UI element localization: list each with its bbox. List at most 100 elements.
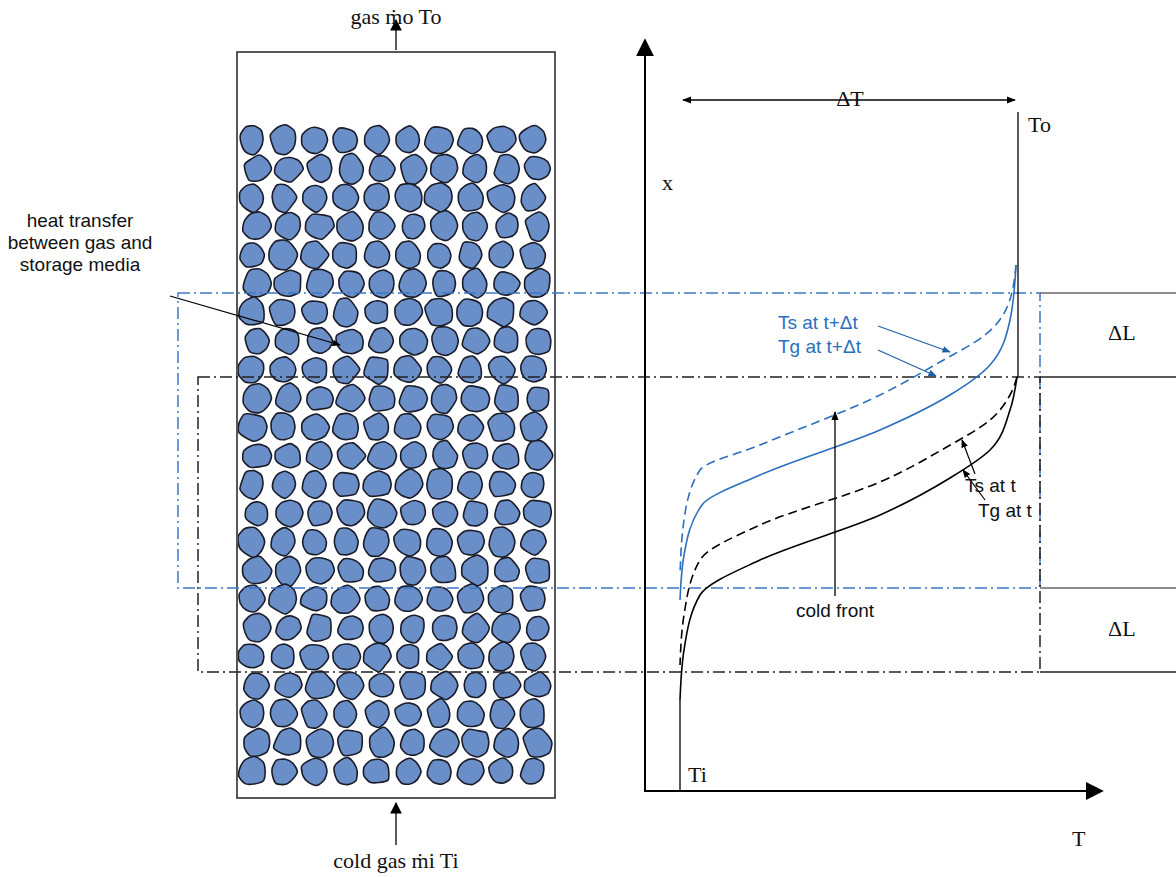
rock [431, 671, 458, 699]
rock [271, 528, 295, 556]
rock [462, 729, 489, 757]
rock [425, 299, 452, 326]
rock [425, 127, 453, 153]
rock [489, 642, 514, 671]
rock [401, 615, 424, 643]
rock [239, 184, 263, 212]
rock [334, 701, 357, 728]
rock [490, 472, 516, 497]
rock [275, 212, 300, 239]
rock [244, 673, 270, 699]
rock [400, 557, 425, 585]
curve-label: Ts at t+Δt [778, 312, 858, 334]
rock [243, 444, 272, 467]
rock [525, 157, 551, 180]
rock [276, 383, 301, 412]
rock [276, 500, 303, 527]
tg-at-t-curve [680, 377, 1017, 700]
rock [334, 757, 357, 784]
rock [427, 644, 453, 670]
dimension-line [1040, 671, 1176, 673]
inlet-temperature-line [679, 700, 680, 791]
rock [462, 613, 489, 642]
rock [521, 530, 546, 555]
rock [495, 557, 520, 581]
rock [364, 643, 392, 672]
rock [308, 501, 332, 526]
rock [433, 440, 458, 468]
rock [397, 644, 419, 668]
rock [527, 616, 549, 640]
rock [396, 758, 421, 784]
rock [396, 241, 421, 268]
dimension-label: ΔL [1108, 320, 1136, 345]
rock [431, 155, 458, 183]
storage-bed [237, 52, 555, 798]
rock [338, 559, 363, 582]
rock [369, 674, 393, 697]
rock [400, 328, 428, 354]
leader-line [878, 326, 950, 352]
rock [494, 327, 517, 353]
rock [424, 183, 452, 212]
cold-front-arrow [834, 412, 835, 596]
rock [399, 386, 427, 412]
rock [238, 356, 264, 382]
rock [240, 243, 264, 267]
rock [270, 125, 295, 155]
rock [433, 616, 457, 641]
rock [301, 700, 326, 728]
rock [427, 760, 451, 785]
outlet-flow-label: gas ṁo To [351, 4, 442, 29]
rock [272, 644, 294, 668]
curve-label: Tg at t+Δt [778, 336, 861, 358]
rock [489, 241, 513, 267]
rock [496, 213, 518, 238]
rock [524, 500, 552, 527]
rock [336, 385, 365, 412]
rock [521, 643, 546, 671]
rock [306, 558, 334, 584]
rock [365, 586, 389, 611]
rock [244, 728, 270, 756]
rock [302, 471, 326, 499]
rock [430, 729, 459, 757]
rock [340, 153, 364, 184]
outlet-temperature-label: To [1028, 112, 1051, 137]
rock [487, 298, 513, 327]
rock [363, 759, 388, 783]
rock [521, 758, 544, 784]
rock [458, 530, 485, 555]
t-axis [644, 790, 1102, 792]
rock [306, 729, 333, 758]
rock [525, 212, 549, 241]
rock [489, 758, 513, 783]
window-t-plus-dt [178, 293, 1040, 588]
rock [307, 154, 332, 182]
rock [275, 444, 300, 468]
rock [333, 243, 357, 268]
dimension-line [1040, 376, 1176, 378]
rock [270, 357, 296, 382]
rock [302, 358, 326, 383]
rock [520, 586, 545, 611]
rock [527, 387, 549, 411]
rock [333, 473, 359, 496]
rock [363, 471, 391, 496]
rock [365, 301, 388, 323]
rock [336, 329, 363, 353]
rock [461, 386, 489, 412]
rock [370, 156, 396, 181]
rock [300, 587, 326, 611]
rock [364, 528, 389, 556]
rock [525, 440, 552, 469]
rock [520, 300, 547, 324]
rock [240, 700, 264, 727]
rock [521, 356, 546, 382]
rock [395, 703, 421, 726]
rock [433, 501, 458, 526]
rock [368, 442, 397, 469]
rock [488, 413, 515, 441]
